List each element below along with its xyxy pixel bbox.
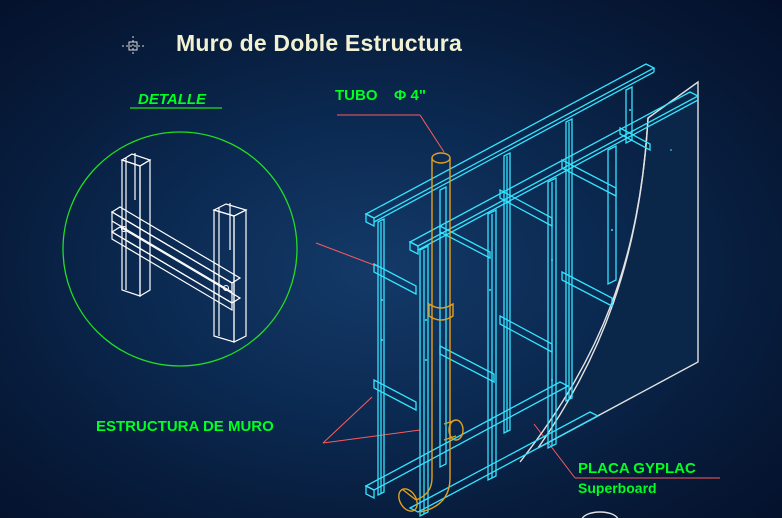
crosshair-icon (122, 36, 144, 56)
wall-frame (364, 63, 700, 518)
wall-structure-label: ESTRUCTURA DE MURO (96, 418, 274, 435)
board-label: PLACA GYPLAC (578, 460, 696, 477)
drain-pipe (398, 152, 464, 513)
board-sublabel: Superboard (578, 480, 657, 496)
leader-lines (315, 114, 720, 479)
detail-view (62, 107, 298, 367)
page-title: Muro de Doble Estructura (176, 30, 462, 56)
detail-label: DETALLE (138, 91, 207, 108)
drywall-board (519, 80, 699, 463)
pipe-size-label: Φ 4" (394, 87, 426, 104)
pipe-label: TUBO (335, 87, 378, 104)
